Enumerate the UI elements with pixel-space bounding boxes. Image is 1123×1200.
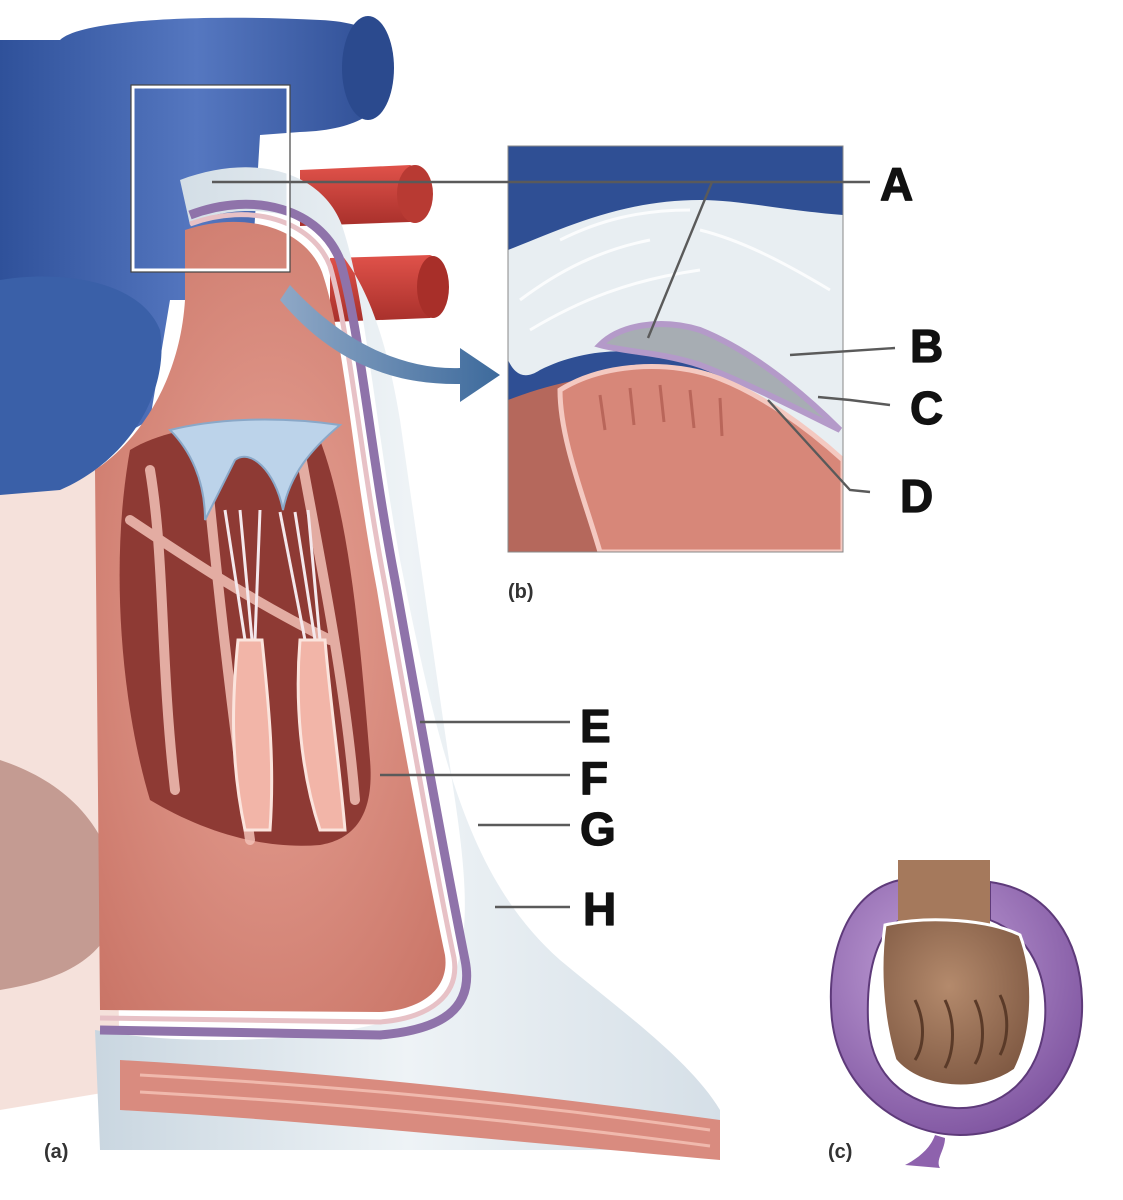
leader-lines <box>212 180 896 909</box>
chordae-tendineae <box>223 509 322 641</box>
pulmonary-vein-upper-opening <box>397 165 433 223</box>
trabeculae <box>125 445 360 845</box>
lung-shadow <box>0 760 120 990</box>
leader-a-inset <box>646 181 714 339</box>
panel-label-a: (a) <box>44 1141 68 1163</box>
magnify-arrow <box>280 285 500 402</box>
fibrous-pericardium <box>95 167 720 1151</box>
panel-c-balloon <box>829 860 1084 1168</box>
panel-a-heart-section <box>0 16 720 1160</box>
serous-pericardium-inner-line <box>99 212 458 1025</box>
label-h: H <box>583 883 616 935</box>
inset-myocardium <box>557 364 843 552</box>
balloon-outer <box>829 878 1084 1137</box>
diaphragm <box>120 1060 720 1160</box>
fist-knuckles <box>913 994 1009 1069</box>
label-f: F <box>580 752 608 804</box>
inset-pericardial-cavity <box>594 321 843 433</box>
panel-label-b: (b) <box>508 581 534 603</box>
serous-pericardium-line <box>99 199 472 1040</box>
vessel-opening <box>342 16 394 120</box>
diaphragm-stripes <box>139 1073 711 1148</box>
label-d: D <box>900 470 933 522</box>
leader-c <box>817 395 891 407</box>
panel-b-inset <box>508 146 843 552</box>
mitral-valve <box>168 418 343 521</box>
magnify-box <box>131 85 290 272</box>
label-b: B <box>910 320 943 372</box>
inset-frame <box>507 145 844 553</box>
balloon-knot <box>905 1135 945 1168</box>
label-g: G <box>580 803 616 855</box>
pulmonary-vein-lower <box>330 255 445 322</box>
label-e: E <box>580 700 611 752</box>
magnify-box-outline <box>130 84 291 273</box>
inset-fibers <box>519 208 831 332</box>
left-atrium-dome <box>0 276 162 495</box>
fist <box>880 918 1033 1088</box>
pulmonary-vein-lower-opening <box>417 256 449 318</box>
leader-d <box>767 399 871 494</box>
label-a: A <box>880 158 913 210</box>
inset-myocardium-bands <box>598 384 724 437</box>
panel-label-c: (c) <box>828 1141 852 1163</box>
leader-b <box>789 346 896 357</box>
label-c: C <box>910 382 943 434</box>
papillary-muscle <box>232 638 347 832</box>
